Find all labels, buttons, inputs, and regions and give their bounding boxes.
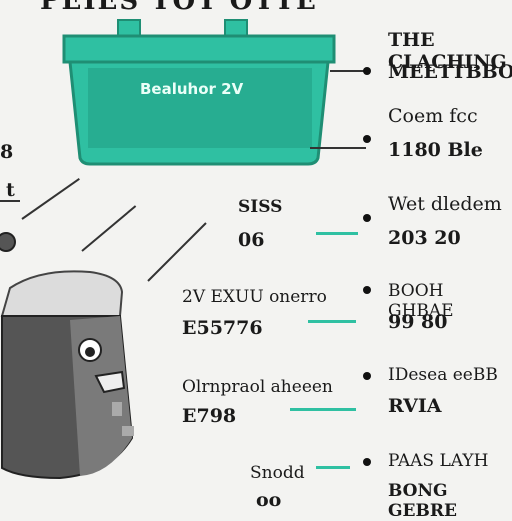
right-item-5-title: IDesea eeBB [388, 365, 498, 385]
right-item-2-value: 1180 Ble [388, 139, 483, 161]
middle-item-4-title: Snodd [250, 463, 305, 483]
connector-dot [363, 67, 371, 75]
connector-dot [363, 458, 371, 466]
connector-dot [363, 286, 371, 294]
right-item-2-title: Coem fcc [388, 105, 478, 127]
right-item-6-value: BONG GEBRE [388, 481, 457, 521]
left-edge-label: 8 [0, 141, 14, 163]
middle-item-2-value: E55776 [182, 317, 263, 339]
box-label: Bealuhor 2V [140, 80, 244, 98]
device-illustration [0, 270, 134, 480]
connector-dot [363, 135, 371, 143]
middle-item-4-value: oo [256, 489, 282, 511]
middle-item-3-title: Olrnpraol aheeen [182, 377, 333, 397]
connector-line [0, 200, 20, 202]
diagonal-line [147, 222, 207, 282]
right-item-3-title: Wet dledem [388, 193, 502, 215]
right-item-4-title: BOOH GHBAE [388, 281, 454, 321]
middle-item-1-value: 06 [238, 229, 265, 251]
storage-box-illustration [62, 19, 336, 166]
left-edge-label: t [6, 179, 15, 201]
connector-dot [363, 372, 371, 380]
teal-connector [316, 232, 358, 235]
middle-item-2-title: 2V EXUU onerro [182, 287, 327, 307]
small-device-icon [0, 232, 16, 252]
teal-connector [316, 466, 350, 469]
header-title: PEIES TOT OTTE [40, 0, 318, 16]
diagonal-line [21, 178, 80, 220]
connector-line [310, 147, 366, 149]
connector-dot [363, 214, 371, 222]
right-item-5-value: RVIA [388, 395, 442, 417]
middle-item-1-title: SISS [238, 197, 283, 217]
right-item-1-title: THE CLACHING [388, 29, 507, 73]
teal-connector [290, 408, 356, 411]
right-item-6-title: PAAS LAYH [388, 451, 489, 471]
right-item-3-value: 203 20 [388, 227, 461, 249]
right-item-4-value: 99 80 [388, 311, 448, 333]
middle-item-3-value: E798 [182, 405, 237, 427]
connector-line [330, 70, 366, 72]
diagonal-line [81, 205, 137, 252]
right-item-1-value: MEETTBBOL [388, 61, 512, 83]
teal-connector [308, 320, 356, 323]
